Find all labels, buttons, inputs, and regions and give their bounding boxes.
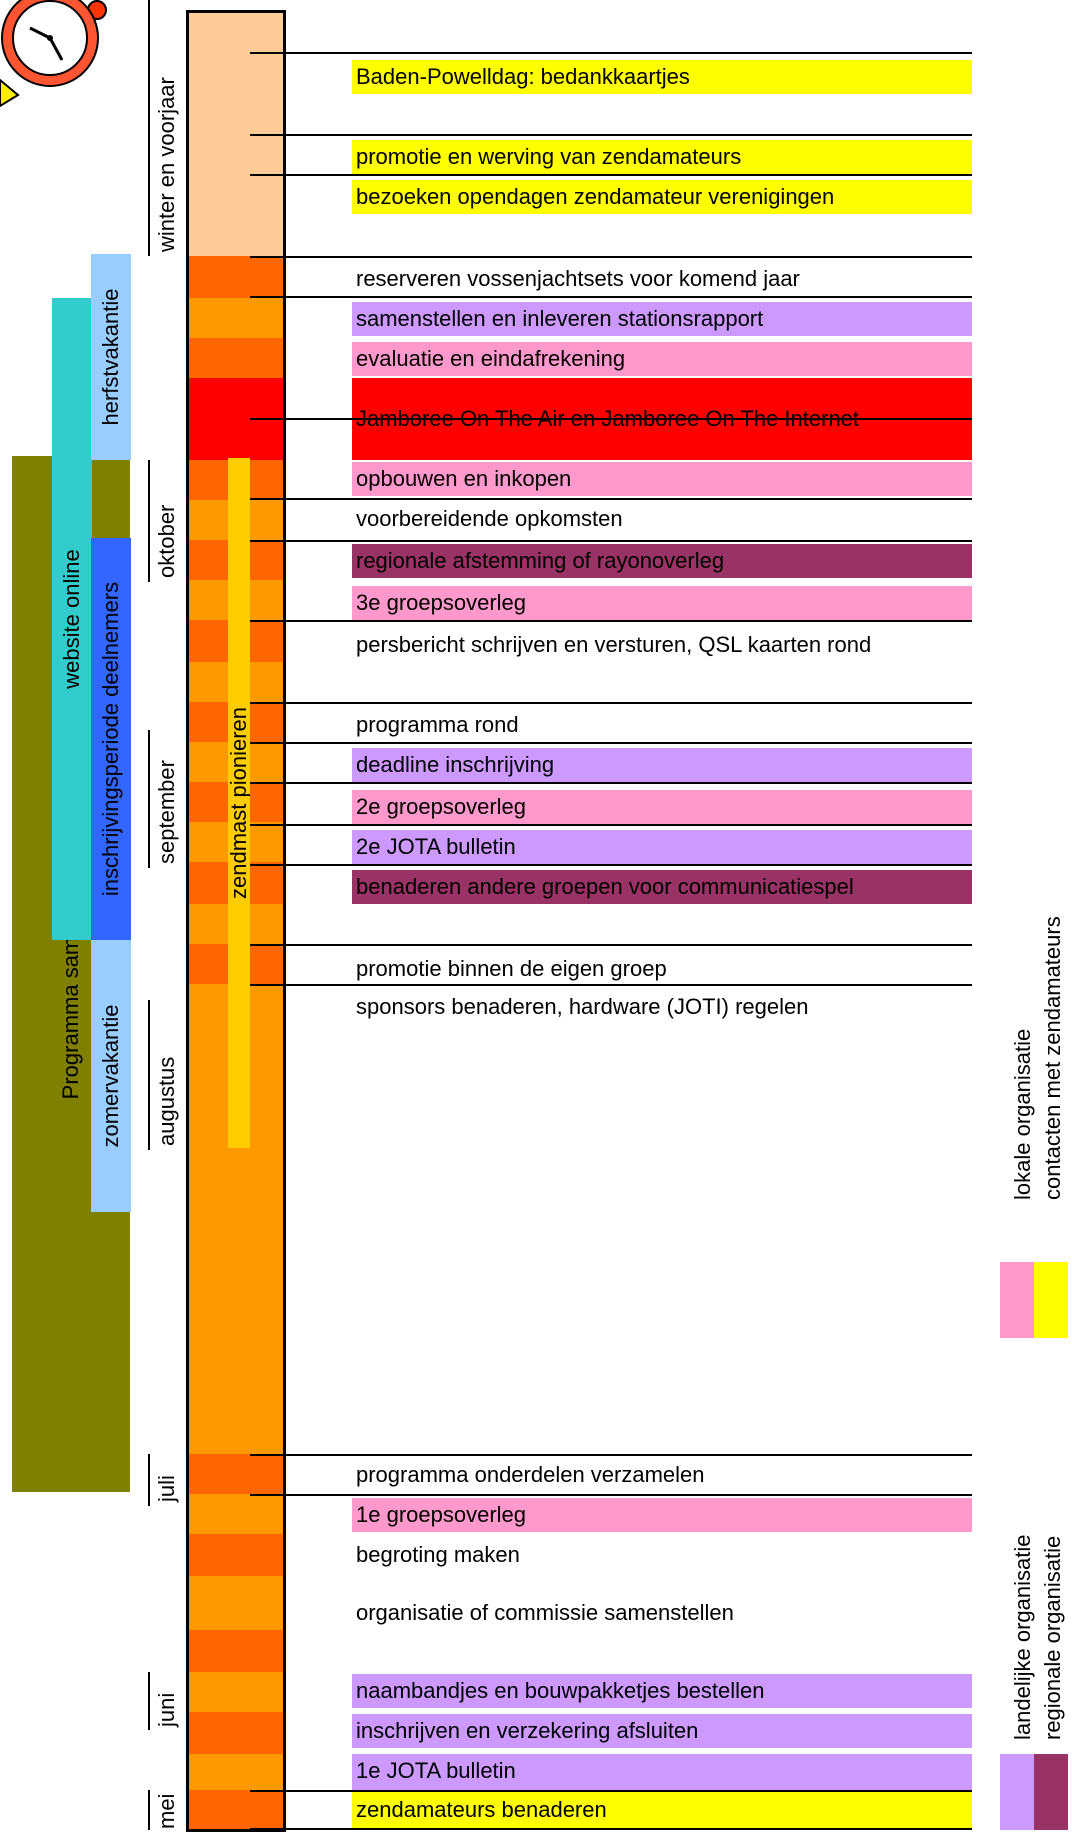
row-line <box>250 944 972 946</box>
timeline-seg-dark-12 <box>188 1630 284 1672</box>
row-line <box>250 1494 972 1496</box>
clock-logo <box>0 0 107 108</box>
task-stationsrapport: samenstellen en inleveren stationsrappor… <box>352 302 972 336</box>
task-1e-groepsoverleg: 1e groepsoverleg <box>352 1498 972 1532</box>
month-tick-winter <box>148 0 150 256</box>
month-label-mei: mei <box>154 1793 179 1829</box>
task-rayonoverleg: regionale afstemming of rayonoverleg <box>352 544 972 578</box>
row-line <box>250 620 972 622</box>
month-label-juli: juli <box>154 1475 179 1502</box>
row-line <box>250 782 972 784</box>
legend-swatch-pink <box>1000 1262 1034 1338</box>
month-label-juni: juni <box>154 1692 179 1727</box>
legend-landelijke: landelijke organisatie <box>1010 1534 1035 1740</box>
row-line <box>250 52 972 54</box>
row-line <box>250 1790 972 1792</box>
row-line <box>250 864 972 866</box>
bar-label-website: website online <box>59 549 84 689</box>
task-voorbereidende: voorbereidende opkomsten <box>356 506 623 531</box>
task-opendagen: bezoeken opendagen zendamateur verenigin… <box>352 180 972 214</box>
task-promotie-werving: promotie en werving van zendamateurs <box>352 140 972 174</box>
task-verzekering: inschrijven en verzekering afsluiten <box>352 1714 972 1748</box>
month-tick-juni <box>148 1672 150 1730</box>
row-line <box>250 742 972 744</box>
task-deadline-inschrijving: deadline inschrijving <box>352 748 972 782</box>
timeline-seg-dark-10 <box>188 1454 284 1494</box>
month-tick-mei <box>148 1790 150 1830</box>
month-label-september: september <box>154 760 179 864</box>
task-commissie: organisatie of commissie samenstellen <box>356 1600 734 1625</box>
task-opbouwen: opbouwen en inkopen <box>352 462 972 496</box>
task-3e-groepsoverleg: 3e groepsoverleg <box>352 586 972 620</box>
task-naambandjes: naambandjes en bouwpakketjes bestellen <box>352 1674 972 1708</box>
row-line <box>250 174 972 176</box>
month-label-winter: winter en voorjaar <box>154 77 179 252</box>
task-sponsors: sponsors benaderen, hardware (JOTI) rege… <box>356 994 809 1019</box>
task-programma-rond: programma rond <box>356 712 519 737</box>
bar-label-zomer: zomervakantie <box>98 1004 123 1148</box>
bar-label-herfst: herfstvakantie <box>98 288 123 426</box>
legend-lokale: lokale organisatie <box>1010 1028 1035 1200</box>
task-persbericht: persbericht schrijven en versturen, QSL … <box>356 632 872 657</box>
row-line <box>250 540 972 542</box>
month-label-augustus: augustus <box>154 1056 179 1146</box>
bar-inschrijvingsperiode: inschrijvingsperiode deelnemers <box>91 538 131 940</box>
row-line <box>250 256 972 258</box>
row-line <box>250 296 972 298</box>
timeline-seg-dark-13 <box>188 1712 284 1754</box>
bar-herfstvakantie: herfstvakantie <box>91 254 131 460</box>
timeline-seg-dark-2 <box>188 338 284 378</box>
task-communicatiespel: benaderen andere groepen voor communicat… <box>352 870 972 904</box>
row-line <box>250 134 972 136</box>
timeline-seg-dark-11 <box>188 1534 284 1576</box>
legend-regionale: regionale organisatie <box>1040 1535 1065 1740</box>
row-line <box>250 498 972 500</box>
row-line <box>250 1828 972 1830</box>
month-label-oktober: oktober <box>154 504 179 578</box>
row-line <box>250 984 972 986</box>
row-line <box>250 824 972 826</box>
task-1e-jota-bulletin: 1e JOTA bulletin <box>352 1754 972 1790</box>
legend-swatch-yellow <box>1034 1262 1068 1338</box>
timeline-column <box>186 10 286 1832</box>
task-zendamateurs-benaderen: zendamateurs benaderen <box>352 1792 972 1828</box>
month-tick-augustus <box>148 1000 150 1150</box>
task-begroting: begroting maken <box>356 1542 520 1567</box>
legend-contacten: contacten met zendamateurs <box>1040 916 1065 1200</box>
month-tick-oktober <box>148 460 150 582</box>
row-line <box>250 1454 972 1456</box>
task-baden-powelldag: Baden-Powelldag: bedankkaartjes <box>352 60 972 94</box>
task-programma-onderdelen: programma onderdelen verzamelen <box>356 1462 705 1487</box>
bar-website-online: website online <box>52 298 92 940</box>
task-2e-jota-bulletin: 2e JOTA bulletin <box>352 830 972 864</box>
legend-swatch-maroon <box>1034 1754 1068 1830</box>
timeline-seg-dark-1 <box>188 256 284 298</box>
bar-zendmast-pionieren: zendmast pionieren <box>228 458 250 1148</box>
row-line <box>250 702 972 704</box>
task-vossenjachtsets: reserveren vossenjachtsets voor komend j… <box>356 266 800 291</box>
month-tick-september <box>148 730 150 868</box>
timeline-seg-dark-14 <box>188 1790 284 1830</box>
task-promotie-eigen-groep: promotie binnen de eigen groep <box>356 956 667 981</box>
bar-label-inschrijving: inschrijvingsperiode deelnemers <box>98 581 123 897</box>
task-2e-groepsoverleg: 2e groepsoverleg <box>352 790 972 824</box>
bar-zomervakantie: zomervakantie <box>91 940 131 1212</box>
task-evaluatie: evaluatie en eindafrekening <box>352 342 972 376</box>
legend-swatch-lavender <box>1000 1754 1034 1830</box>
month-tick-juli <box>148 1454 150 1506</box>
row-line <box>250 418 972 420</box>
